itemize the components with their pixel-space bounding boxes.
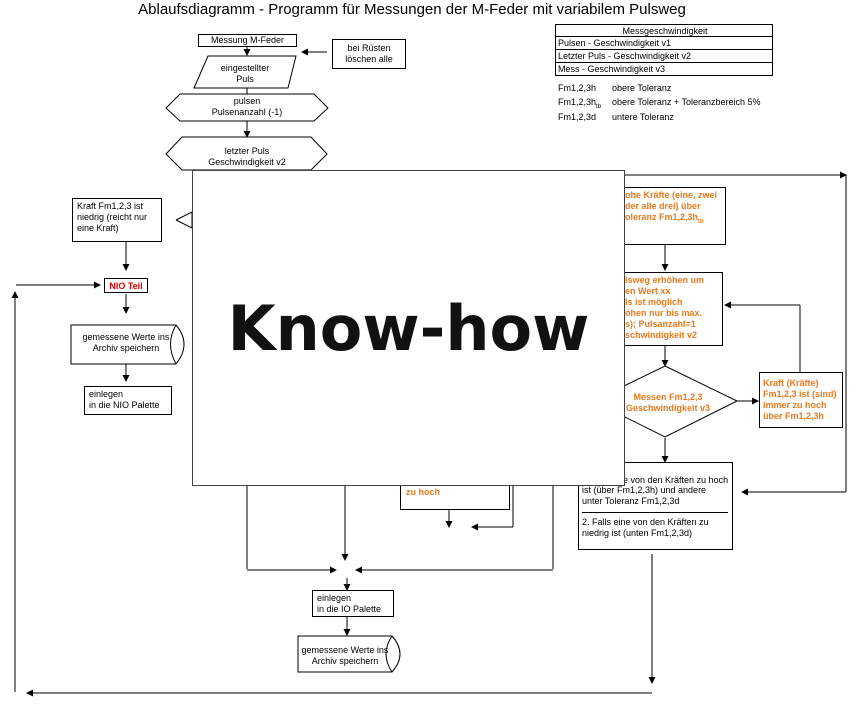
tolerance-row-htb: Fm1,2,3htb obere Toleranz + Toleranzbere… [558,97,761,113]
pulsweg-line-2: en Wert xx [625,286,671,296]
io-palette-line-1: einlegen [317,593,352,603]
hohe-line-2: der alle drei) über [625,201,701,211]
kraft-hoch-line-1: Kraft (Kräfte) [763,378,819,388]
faelle-line-2: ist (über Fm1,2,3h) und andere [582,485,707,495]
pulsen-line-2: Pulsenanzahl (-1) [211,107,283,117]
legend-row-v1: Pulsen - Geschwindigkeit v1 [555,37,773,50]
ruesten-note-box: bei Rüsten löschen alle [332,39,406,69]
legend-header: Messgeschwindigkeit [555,24,773,37]
hohe-line-1: ohe Kräfte (eine, zwei [625,190,718,200]
speed-legend: Messgeschwindigkeit Pulsen - Geschwindig… [555,24,773,76]
ruesten-line-2: löschen alle [345,54,393,64]
kraft-niedrig-box: Kraft Fm1,2,3 ist niedrig (reicht nur ei… [72,198,162,242]
nio-palette-box: einlegen in die NIO Palette [84,386,172,415]
letzter-line-1: letzter Puls [224,146,270,156]
eingestellter-puls-label: eingestellter Puls [205,63,285,85]
puls-line-1: eingestellter [220,63,270,73]
faelle-line-1: e von den Kräften zu hoch [623,475,729,485]
messen-line-2: Geschwindigkeit v3 [625,403,711,413]
faelle-divider [582,512,728,513]
kraft-hoch-line-3: immer zu hoch [763,400,827,410]
kraft-hoch-line-4: über Fm1,2,3h [763,411,825,421]
io-palette-line-2: in die IO Palette [317,604,382,614]
tol-symbol-htb: Fm1,2,3h [558,97,597,107]
tol-text-h: obere Toleranz [612,83,672,93]
hohe-line-3-text: oleranz Fm1,2,3h [625,212,699,222]
hohe-line-3: oleranz Fm1,2,3htb [625,212,721,228]
tol-text-d: untere Toleranz [612,112,674,122]
archiv-bottom-label: gemessene Werte ins Archiv speichern [301,645,389,666]
faelle-box: e von den Kräften zu hoch ist (über Fm1,… [578,462,733,550]
pulsweg-line-3: ls ist möglich [625,297,683,307]
legend-row-v2: Letzter Puls - Geschwindigkeit v2 [555,50,773,63]
legend-row-v3: Mess - Geschwindigkeit v3 [555,63,773,76]
kraft-zu-hoch-box: Kraft (Kräfte) Fm1,2,3 ist (sind) immer … [759,372,843,428]
pulsweg-line-4: öhen nur bis max. [625,308,703,318]
tol-sub-htb: tb [596,103,602,110]
know-how-overlay: Know-how [192,170,625,486]
pulsen-line-1: pulsen [233,96,261,106]
nio-palette-line-1: einlegen [89,389,124,399]
archiv-left-label: gemessene Werte ins Archiv speichern [82,332,170,353]
tol-text-htb: obere Toleranz + Toleranzbereich 5% [612,97,761,107]
pulsweg-line-1: lsweg erhöhen um [625,275,705,285]
faelle-line-3: unter Toleranz Fm1,2,3d [582,496,680,506]
letzter-puls-label: letzter Puls Geschwindigkeit v2 [182,146,312,168]
hohe-line-3-sub: tb [698,218,704,225]
pulsweg-line-5: s); Pulsanzahl=1 [625,319,696,329]
nio-palette-line-2: in die NIO Palette [89,400,160,410]
pulsweg-line-6: schwindigkeit v2 [625,330,698,340]
io-palette-box: einlegen in die IO Palette [312,590,394,617]
faelle-line-4: 2. Falls eine von den Kräften zu [582,517,709,527]
messung-m-feder-box: Messung M-Feder [198,34,297,47]
tol-symbol-d: Fm1,2,3d [558,112,597,122]
diagram-title: Ablaufsdiagramm - Programm für Messungen… [138,1,686,18]
kraft-hoch-line-2: Fm1,2,3 ist (sind) [763,389,837,399]
tol-symbol-h: Fm1,2,3h [558,83,597,93]
ruesten-line-1: bei Rüsten [347,43,391,53]
letzter-line-2: Geschwindigkeit v2 [208,157,286,167]
pulsen-label: pulsen Pulsenanzahl (-1) [180,96,314,118]
messen-line-1: Messen Fm1,2,3 [633,392,703,402]
know-how-text: Know-how [227,291,590,365]
nio-teil-box: NIO Teil [104,278,148,293]
tolerance-row-d: Fm1,2,3d untere Toleranz [558,112,674,123]
faelle-line-5: niedrig ist (unten Fm1,2,3d) [582,528,693,538]
tolerance-row-h: Fm1,2,3h obere Toleranz [558,83,671,94]
messen-decision-label: Messen Fm1,2,3 Geschwindigkeit v3 [618,392,718,414]
puls-line-2: Puls [236,74,254,84]
